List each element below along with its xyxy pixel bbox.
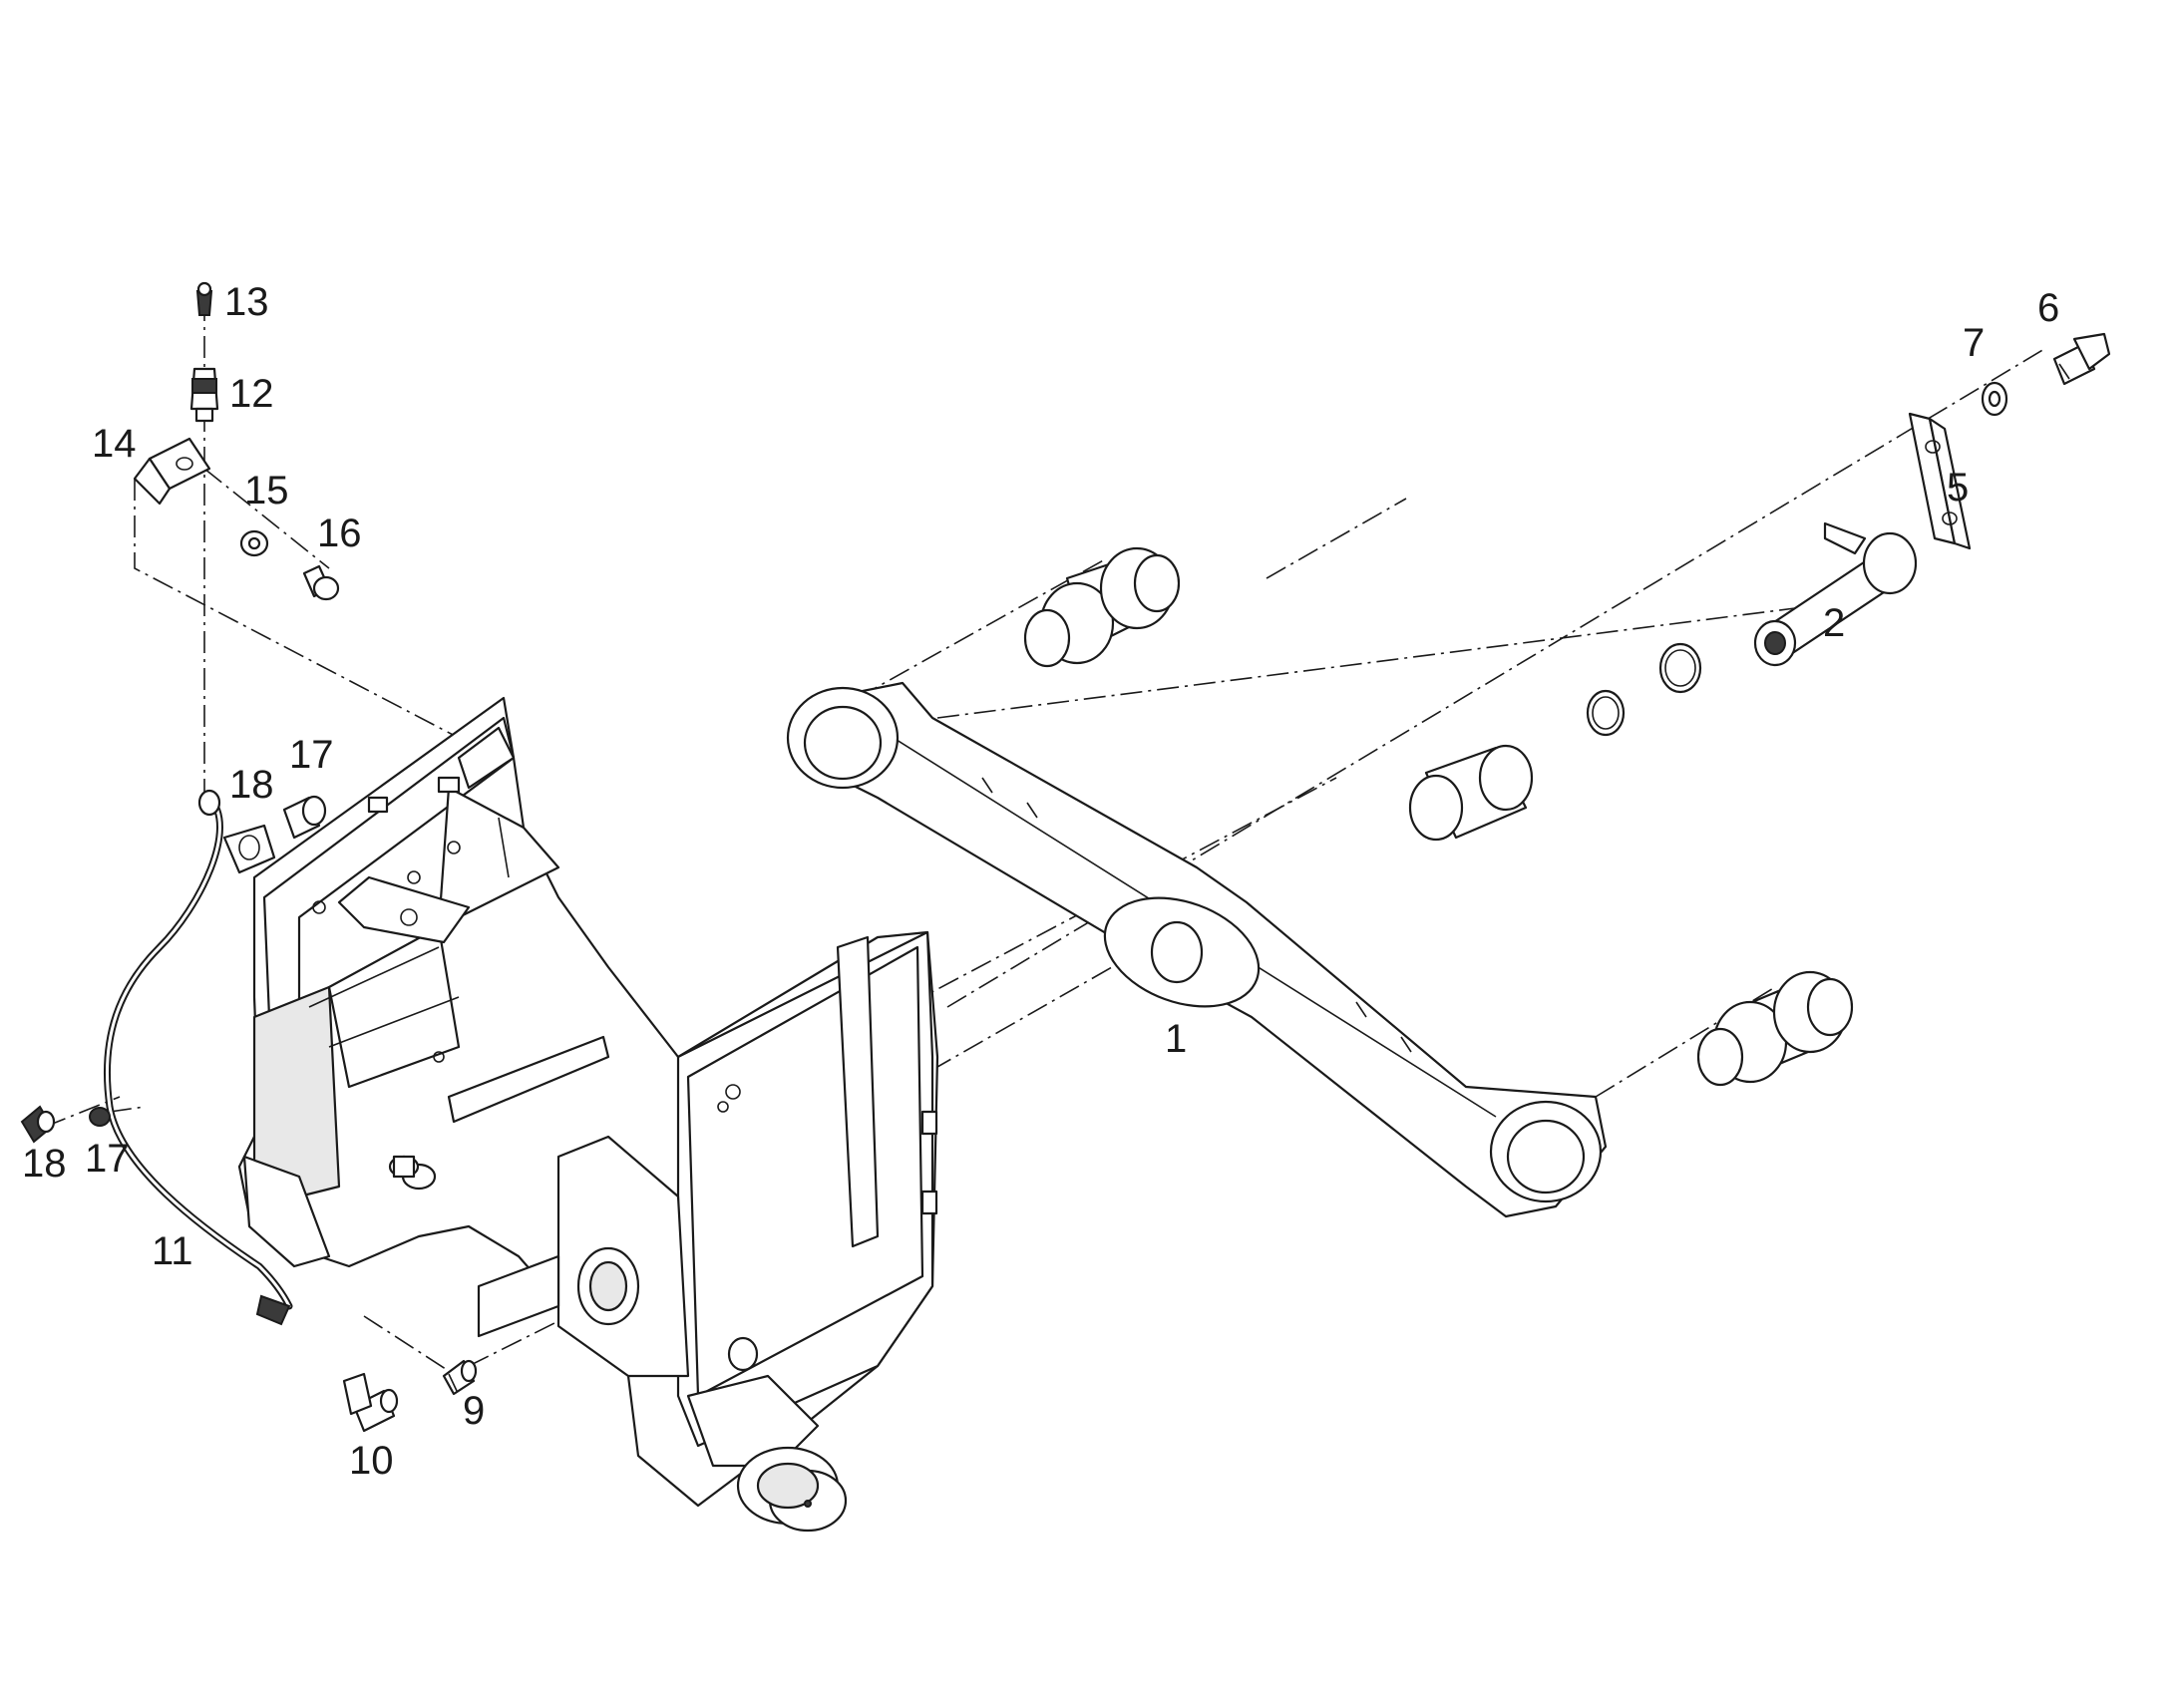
callout-16: 16 [317,512,362,555]
fitting-17-lower [89,1107,111,1127]
elbow-10 [342,1372,399,1433]
callout-11: 11 [152,1229,193,1273]
bolt-16 [302,564,340,601]
center-bushing [1408,744,1534,842]
upper-bearing [1023,546,1181,668]
bolt-6 [2052,332,2111,386]
callout-17-upper: 17 [289,733,334,777]
callout-10: 10 [349,1439,394,1483]
callout-2: 2 [1823,601,1845,645]
callout-18-upper: 18 [229,763,274,807]
callout-1: 1 [1165,1017,1187,1061]
main-frame [237,696,939,1533]
seal-rings [1586,642,1702,737]
lock-plate [1908,412,1972,550]
fitting-18-lower [20,1105,56,1144]
callout-6: 6 [2037,286,2059,330]
callout-12: 12 [229,372,274,416]
callout-14: 14 [92,422,137,466]
fitting-17-upper [282,795,327,840]
grease-fitting-13 [195,281,213,316]
hose-clamp [222,824,276,874]
pin [1753,521,1918,667]
callout-9: 9 [463,1389,485,1433]
adapter-9 [442,1359,478,1396]
callout-5: 5 [1947,466,1969,510]
callout-7: 7 [1963,321,1985,365]
adapter-12 [189,367,219,423]
callout-18-lower: 18 [22,1142,67,1186]
callout-15: 15 [244,469,289,512]
hose-11 [104,789,293,1326]
washer-15 [239,529,269,557]
lower-bearing [1696,970,1854,1087]
callout-labels: 1 2 5 6 7 9 10 11 12 13 14 15 16 17 18 1… [22,280,2059,1483]
bracket-14 [133,437,211,506]
rocker-arm [786,681,1608,1218]
washer-7 [1981,381,2008,417]
callout-17-lower: 17 [85,1137,130,1181]
callout-13: 13 [224,280,269,324]
